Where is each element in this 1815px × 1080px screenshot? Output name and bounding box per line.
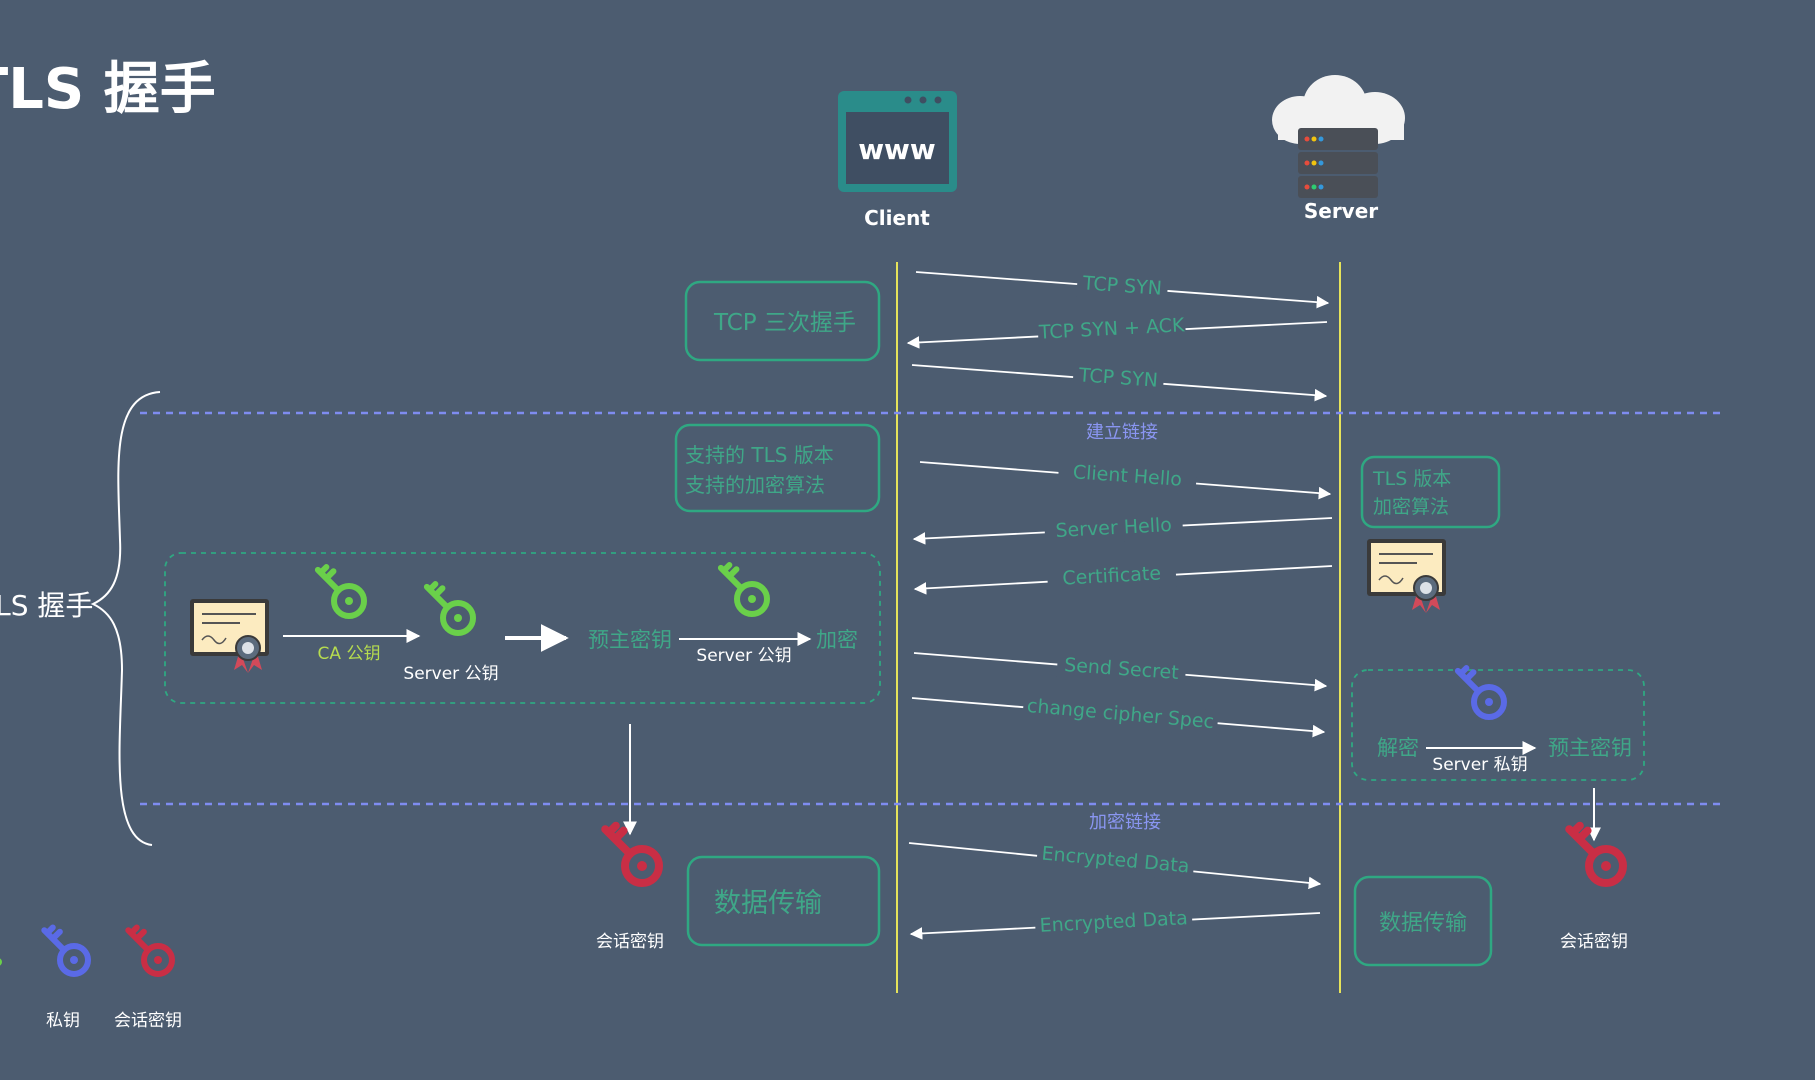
certificate-icon-client — [190, 599, 269, 673]
legend-private-key-icon — [41, 924, 91, 977]
box-tcp-handshake — [684, 280, 881, 362]
decrypt-label: 解密 — [1377, 736, 1419, 760]
message-label-bg-7 — [1056, 652, 1187, 688]
message-label-bg-2 — [1037, 313, 1187, 347]
box-data-transfer-server — [1353, 875, 1493, 967]
encrypt-label: 加密 — [816, 628, 858, 652]
session-key-icon-client — [601, 821, 663, 887]
client-flow-box — [164, 552, 881, 704]
session-key-label-client: 会话密钥 — [596, 932, 664, 952]
server-private-key-icon — [1454, 665, 1507, 720]
server-cloud-icon — [1272, 75, 1405, 198]
server-flow-arrow-label: Server 私钥 — [1432, 755, 1527, 775]
section-label-encrypted: 加密链接 — [1089, 812, 1161, 833]
box-data-transfer-client-text: 数据传输 — [714, 888, 822, 919]
message-label-bg-8 — [1022, 693, 1219, 737]
ca-key-label: CA 公钥 — [318, 644, 381, 664]
server-flow-box — [1351, 669, 1645, 781]
page-title: TLS 握手 — [0, 57, 216, 122]
message-label-bg-3 — [1072, 362, 1165, 396]
message-label-bg-5 — [1044, 512, 1184, 546]
box-tls-support-line2: 支持的加密算法 — [685, 473, 825, 497]
message-label-6: Certificate — [1062, 562, 1162, 589]
box-data-transfer-client — [686, 855, 881, 947]
flow-arrow-3-label: Server 公钥 — [696, 646, 791, 666]
message-label-bg-6 — [1046, 560, 1177, 594]
box-tls-support — [674, 423, 881, 513]
server-public-key-icon — [423, 581, 476, 636]
legend-private-key-label: 私钥 — [46, 1011, 80, 1031]
message-label-bg-4 — [1057, 459, 1198, 495]
ca-public-key-icon — [314, 564, 367, 619]
box-tls-version-line1: TLS 版本 — [1372, 468, 1451, 490]
message-label-bg-9 — [1036, 841, 1195, 881]
premaster-label-server: 预主密钥 — [1548, 736, 1632, 760]
certificate-icon-server — [1367, 539, 1446, 613]
side-brace — [90, 391, 161, 846]
server-pubkey-label: Server 公钥 — [403, 664, 498, 684]
www-text: www — [858, 133, 936, 166]
server-public-key-icon-2 — [717, 562, 770, 617]
legend-session-key-icon — [125, 924, 175, 977]
box-tcp-handshake-text: TCP 三次握手 — [713, 310, 856, 336]
client-label: Client — [864, 206, 930, 230]
premaster-label-client: 预主密钥 — [588, 628, 672, 652]
side-label: TLS 握手 — [0, 589, 93, 622]
message-label-bg-10 — [1034, 905, 1193, 941]
client-browser-icon: www — [838, 91, 957, 192]
session-key-label-server: 会话密钥 — [1560, 932, 1628, 952]
box-data-transfer-server-text: 数据传输 — [1379, 911, 1467, 936]
message-label-bg-1 — [1076, 270, 1169, 304]
box-tls-version-server — [1360, 455, 1501, 529]
section-label-establish: 建立链接 — [1086, 422, 1158, 443]
server-label: Server — [1304, 199, 1378, 223]
legend-session-key-label: 会话密钥 — [114, 1011, 182, 1031]
box-tls-support-line1: 支持的 TLS 版本 — [685, 443, 834, 467]
legend-green-dot — [0, 958, 2, 966]
session-key-icon-server — [1565, 821, 1627, 887]
box-tls-version-line2: 加密算法 — [1373, 496, 1449, 518]
